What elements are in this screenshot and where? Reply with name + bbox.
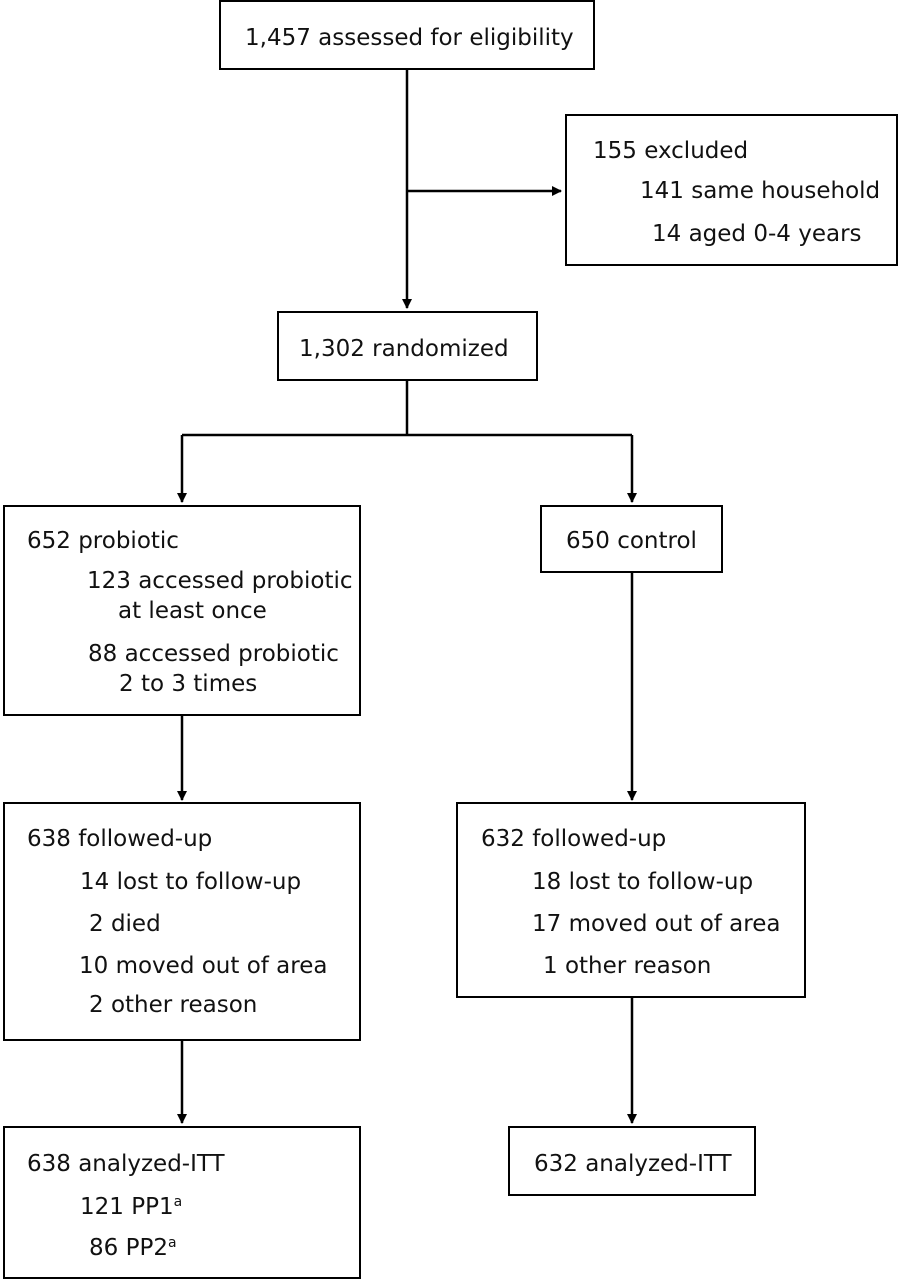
pp2-label: 86 PP2 [89, 1235, 168, 1261]
footnote-marker: a [167, 1235, 177, 1251]
probiotic-title: 652 probiotic [27, 528, 179, 554]
assessed-box [219, 0, 595, 70]
excluded-item: 141 same household [640, 178, 881, 204]
probiotic-item-cont: at least once [118, 598, 267, 624]
probiotic-followup-item: 14 lost to follow-up [80, 869, 302, 895]
randomized-box [277, 311, 538, 381]
control-followup-box [456, 802, 806, 998]
control-followup-title: 632 followed-up [481, 826, 667, 852]
probiotic-analysis-box [3, 1126, 361, 1279]
probiotic-box [3, 505, 361, 716]
probiotic-item-cont: 2 to 3 times [119, 671, 258, 697]
control-box [540, 505, 723, 573]
excluded-box [565, 114, 898, 266]
footnote-marker: a [173, 1194, 183, 1210]
control-analysis-title: 632 analyzed-ITT [534, 1151, 732, 1177]
excluded-item: 14 aged 0-4 years [652, 221, 862, 247]
probiotic-item: 88 accessed probiotic [88, 641, 339, 667]
probiotic-followup-item: 2 died [89, 911, 161, 937]
control-followup-item: 1 other reason [543, 953, 712, 979]
probiotic-followup-item: 10 moved out of area [79, 953, 328, 979]
probiotic-followup-title: 638 followed-up [27, 826, 213, 852]
excluded-title: 155 excluded [593, 138, 749, 164]
assessed-label: 1,457 assessed for eligibility [245, 25, 574, 51]
probiotic-followup-item: 2 other reason [89, 992, 258, 1018]
probiotic-followup-box [3, 802, 361, 1041]
control-followup-item: 18 lost to follow-up [532, 869, 754, 895]
probiotic-item: 123 accessed probiotic [87, 568, 353, 594]
pp1-label: 121 PP1 [80, 1194, 174, 1220]
control-analysis-box [508, 1126, 756, 1196]
probiotic-analysis-item: 86 PP2a [89, 1236, 177, 1260]
control-title: 650 control [566, 528, 697, 554]
randomized-label: 1,302 randomized [299, 336, 509, 362]
control-followup-item: 17 moved out of area [532, 911, 781, 937]
probiotic-analysis-item: 121 PP1a [80, 1195, 182, 1219]
probiotic-analysis-title: 638 analyzed-ITT [27, 1151, 225, 1177]
